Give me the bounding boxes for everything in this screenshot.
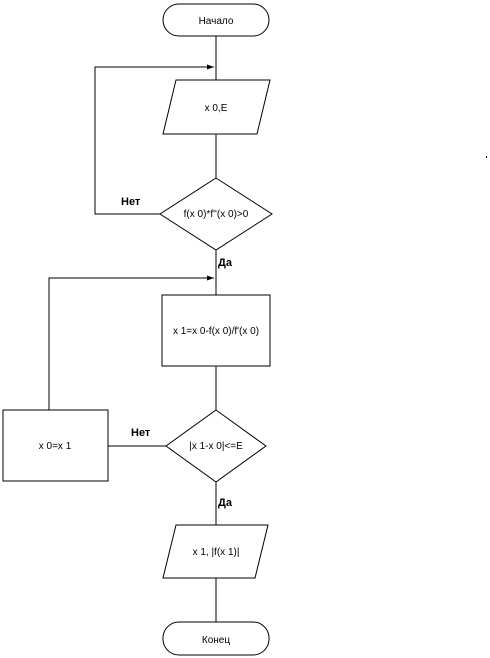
start-terminator: Начало <box>162 3 270 37</box>
assign-label: x 0=x 1 <box>39 441 72 452</box>
decision-2-diamond: |x 1-x 0|<=E <box>165 409 267 483</box>
output-parallelogram: x 1, |f(x 1)| <box>162 524 269 579</box>
decision-2-label: |x 1-x 0|<=E <box>189 441 243 452</box>
end-terminator: Конец <box>162 621 270 656</box>
decision-2-yes-label: Да <box>218 497 233 509</box>
decision-1-no-label: Нет <box>121 196 141 208</box>
decision-1-label: f(x 0)*f''(x 0)>0 <box>184 209 249 220</box>
start-label: Начало <box>199 16 234 27</box>
input-parallelogram: x 0,E <box>162 79 271 135</box>
output-label: x 1, |f(x 1)| <box>193 547 240 558</box>
loop-connector-assign <box>48 275 214 410</box>
compute-label: x 1=x 0-f(x 0)/f'(x 0) <box>173 326 259 337</box>
end-label: Конец <box>202 635 230 646</box>
compute-process: x 1=x 0-f(x 0)/f'(x 0) <box>161 294 271 367</box>
decision-2-no-label: Нет <box>131 427 151 439</box>
decision-1-yes-label: Да <box>218 257 233 269</box>
input-label: x 0,E <box>205 103 228 114</box>
stray-dot <box>486 156 487 158</box>
decision-1-diamond: f(x 0)*f''(x 0)>0 <box>159 177 273 251</box>
loop-connector-decision1-no <box>94 64 214 215</box>
assign-process: x 0=x 1 <box>2 409 109 482</box>
